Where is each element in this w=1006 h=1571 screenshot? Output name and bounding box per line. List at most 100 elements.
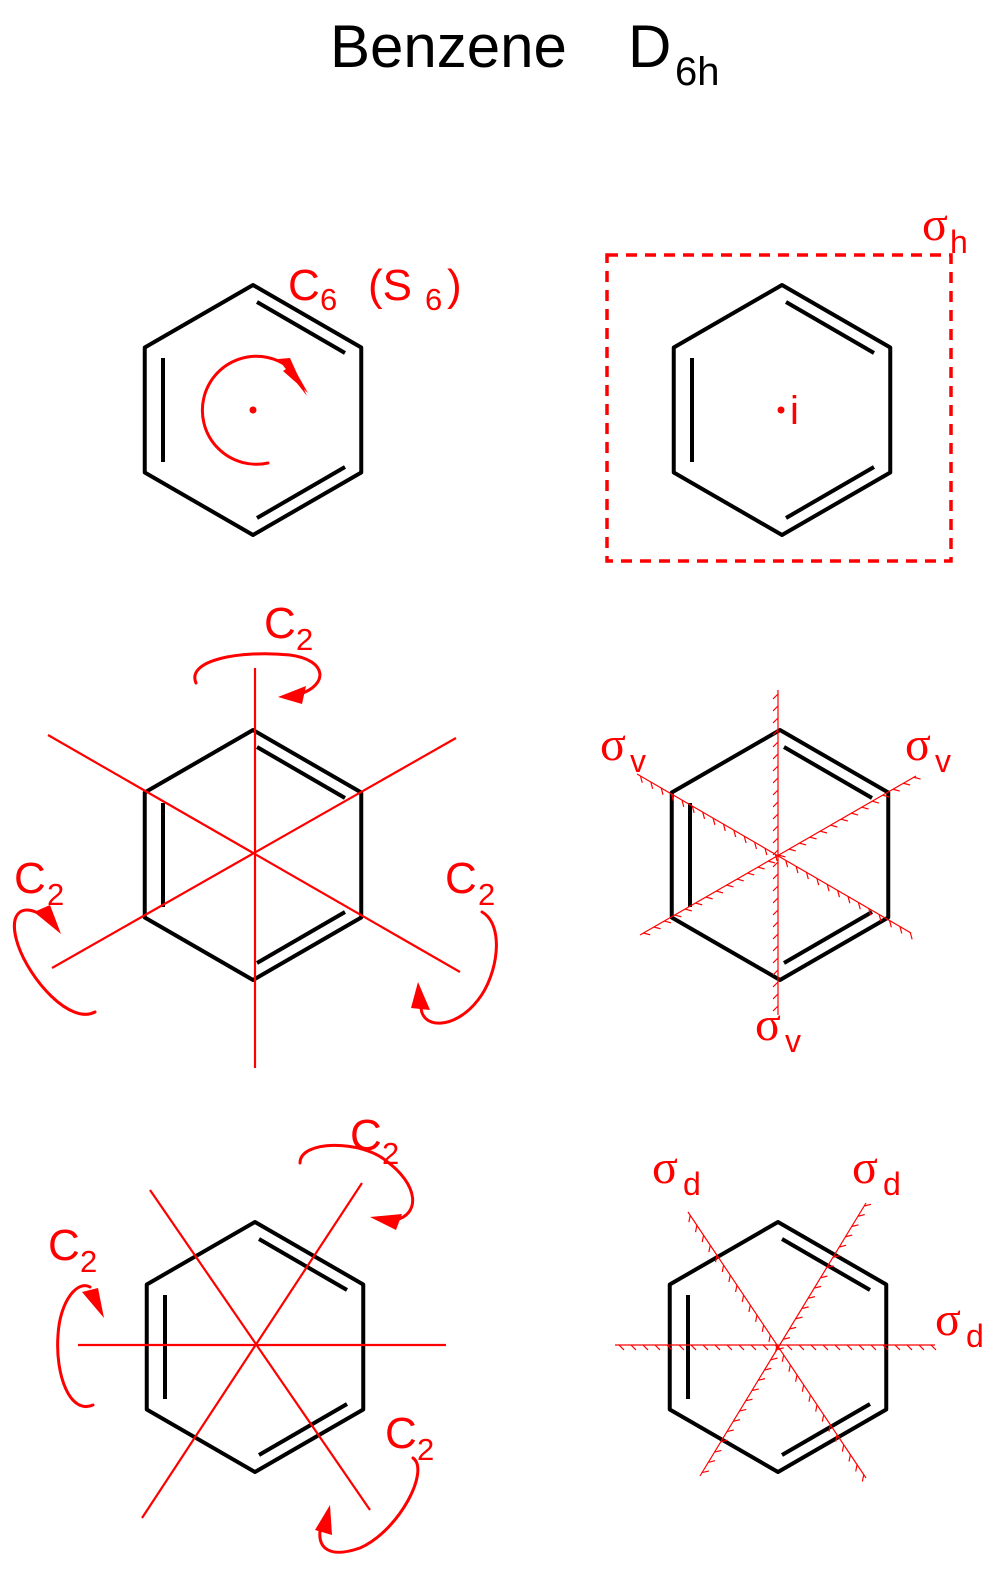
mirror-hatch-tick	[868, 908, 872, 916]
inversion-center-icon	[777, 406, 785, 414]
mirror-hatch-tick	[775, 1344, 778, 1352]
mirror-hatch-tick	[851, 1224, 859, 1228]
mirror-hatch-tick	[678, 1344, 685, 1351]
mirror-hatch-tick	[671, 793, 674, 801]
mirror-hatch-tick	[705, 896, 713, 900]
mirror-hatch-tick	[913, 776, 921, 780]
mirror-hatch-tick	[821, 1414, 825, 1422]
rotation-arrow-icon	[298, 1143, 414, 1230]
mirror-hatch-tick	[768, 860, 776, 864]
mirror-hatch-tick	[820, 830, 828, 834]
mirror-hatch-tick	[694, 1225, 698, 1233]
mirror-hatch-tick	[714, 1449, 722, 1453]
c6-label: C	[288, 261, 320, 310]
mirror-hatch-tick	[830, 824, 838, 828]
mirror-hatch-tick	[772, 969, 779, 976]
mirror-hatch-tick	[772, 789, 779, 796]
sigma-v-left-subscript: v	[630, 743, 646, 779]
mirror-hatch-tick	[654, 1344, 661, 1351]
mirror-hatch-tick	[810, 1344, 817, 1351]
sigma-d-label-right: σ	[852, 1141, 878, 1194]
sigma-h-subscript: h	[950, 224, 968, 260]
mirror-hatch-tick	[816, 878, 820, 886]
mirror-hatch-tick	[772, 729, 779, 736]
panel-c2-prime-axes: C 2 C 2 C 2	[12, 599, 498, 1068]
mirror-hatch-tick	[772, 717, 779, 724]
mirror-hatch-tick	[666, 1344, 673, 1351]
mirror-hatch-tick	[664, 920, 672, 924]
mirror-hatch-tick	[690, 1344, 697, 1351]
sigma-d-right-subscript: d	[883, 1166, 901, 1202]
mirror-hatch-tick	[768, 1334, 771, 1342]
mirror-hatch-tick	[772, 705, 779, 712]
mirror-hatch-tick	[745, 1398, 753, 1402]
mirror-hatch-tick	[809, 836, 817, 840]
mirror-hatch-tick	[764, 848, 768, 856]
mirror-hatch-tick	[851, 812, 859, 816]
mirror-hatch-tick	[839, 1244, 847, 1248]
mirror-hatch-tick	[909, 932, 913, 940]
mirror-hatch-tick	[772, 993, 779, 1000]
mirror-hatch-tick	[702, 811, 706, 820]
mirror-plane-icon	[636, 690, 917, 1015]
c2-label-bottom-subscript: 2	[417, 1432, 434, 1467]
mirror-hatch-tick	[757, 866, 765, 870]
mirror-hatch-tick	[870, 1344, 877, 1351]
sigma-v-right-subscript: v	[935, 743, 951, 779]
c2-label-top: C	[264, 599, 296, 648]
c6-label-subscript: 6	[320, 282, 337, 317]
mirror-hatch-tick	[772, 693, 779, 700]
mirror-hatch-tick	[751, 1388, 759, 1392]
sigma-d-label-side: σ	[935, 1293, 961, 1346]
mirror-hatch-tick	[739, 1408, 747, 1412]
mirror-hatch-tick	[642, 1344, 649, 1351]
mirror-hatch-tick	[789, 1326, 797, 1330]
sigma-d-side-subscript: d	[966, 1318, 984, 1354]
mirror-hatch-tick	[788, 848, 796, 852]
mirror-hatch-tick	[832, 1255, 840, 1258]
mirror-hatch-tick	[714, 1255, 718, 1263]
title-point-group-subscript: 6h	[675, 50, 720, 94]
mirror-hatch-tick	[872, 800, 880, 804]
mirror-hatch-tick	[781, 1354, 785, 1362]
mirror-hatch-tick	[841, 1444, 845, 1452]
s6-label: (S	[368, 261, 412, 310]
mirror-hatch-tick	[888, 920, 892, 928]
mirror-hatch-tick	[814, 1285, 822, 1289]
mirror-hatch-tick	[772, 921, 779, 928]
mirror-hatch-tick	[708, 1460, 716, 1463]
c2-label-right: C	[445, 854, 477, 903]
mirror-hatch-tick	[764, 1367, 772, 1371]
mirror-hatch-tick	[772, 933, 779, 940]
mirror-hatch-tick	[733, 1419, 741, 1422]
mirror-hatch-tick	[734, 1285, 738, 1293]
mirror-hatch-tick	[772, 1005, 779, 1012]
mirror-hatch-tick	[795, 1316, 803, 1320]
mirror-hatch-tick	[861, 806, 869, 810]
mirror-hatch-tick	[847, 896, 851, 904]
mirror-hatch-tick	[750, 1344, 757, 1351]
mirror-hatch-tick	[650, 781, 654, 789]
rotation-arrow-icon	[56, 1284, 104, 1409]
mirror-hatch-tick	[878, 914, 882, 922]
sigma-d-left-subscript: d	[683, 1166, 701, 1202]
mirror-hatch-tick	[788, 1364, 791, 1372]
mirror-hatch-tick	[798, 1344, 805, 1351]
mirror-hatch-tick	[772, 885, 779, 892]
benzene-ring	[142, 728, 364, 982]
mirror-hatch-tick	[837, 890, 841, 898]
mirror-hatch-tick	[857, 1214, 865, 1217]
mirror-hatch-tick	[772, 777, 779, 784]
c2-label-top-subscript: 2	[382, 1136, 399, 1171]
mirror-hatch-tick	[712, 818, 716, 826]
mirror-hatch-tick	[643, 932, 651, 936]
mirror-hatch-tick	[786, 1344, 793, 1351]
mirror-hatch-tick	[618, 1344, 625, 1351]
mirror-hatch-tick	[772, 837, 779, 844]
mirror-hatch-tick	[741, 1294, 745, 1303]
mirror-hatch-tick	[736, 878, 744, 882]
panel-c6-axis: C 6 (S 6 )	[142, 261, 462, 537]
title-molecule: Benzene	[330, 13, 567, 80]
panel-sigma-d: σ d σ d σ d	[615, 1141, 984, 1482]
